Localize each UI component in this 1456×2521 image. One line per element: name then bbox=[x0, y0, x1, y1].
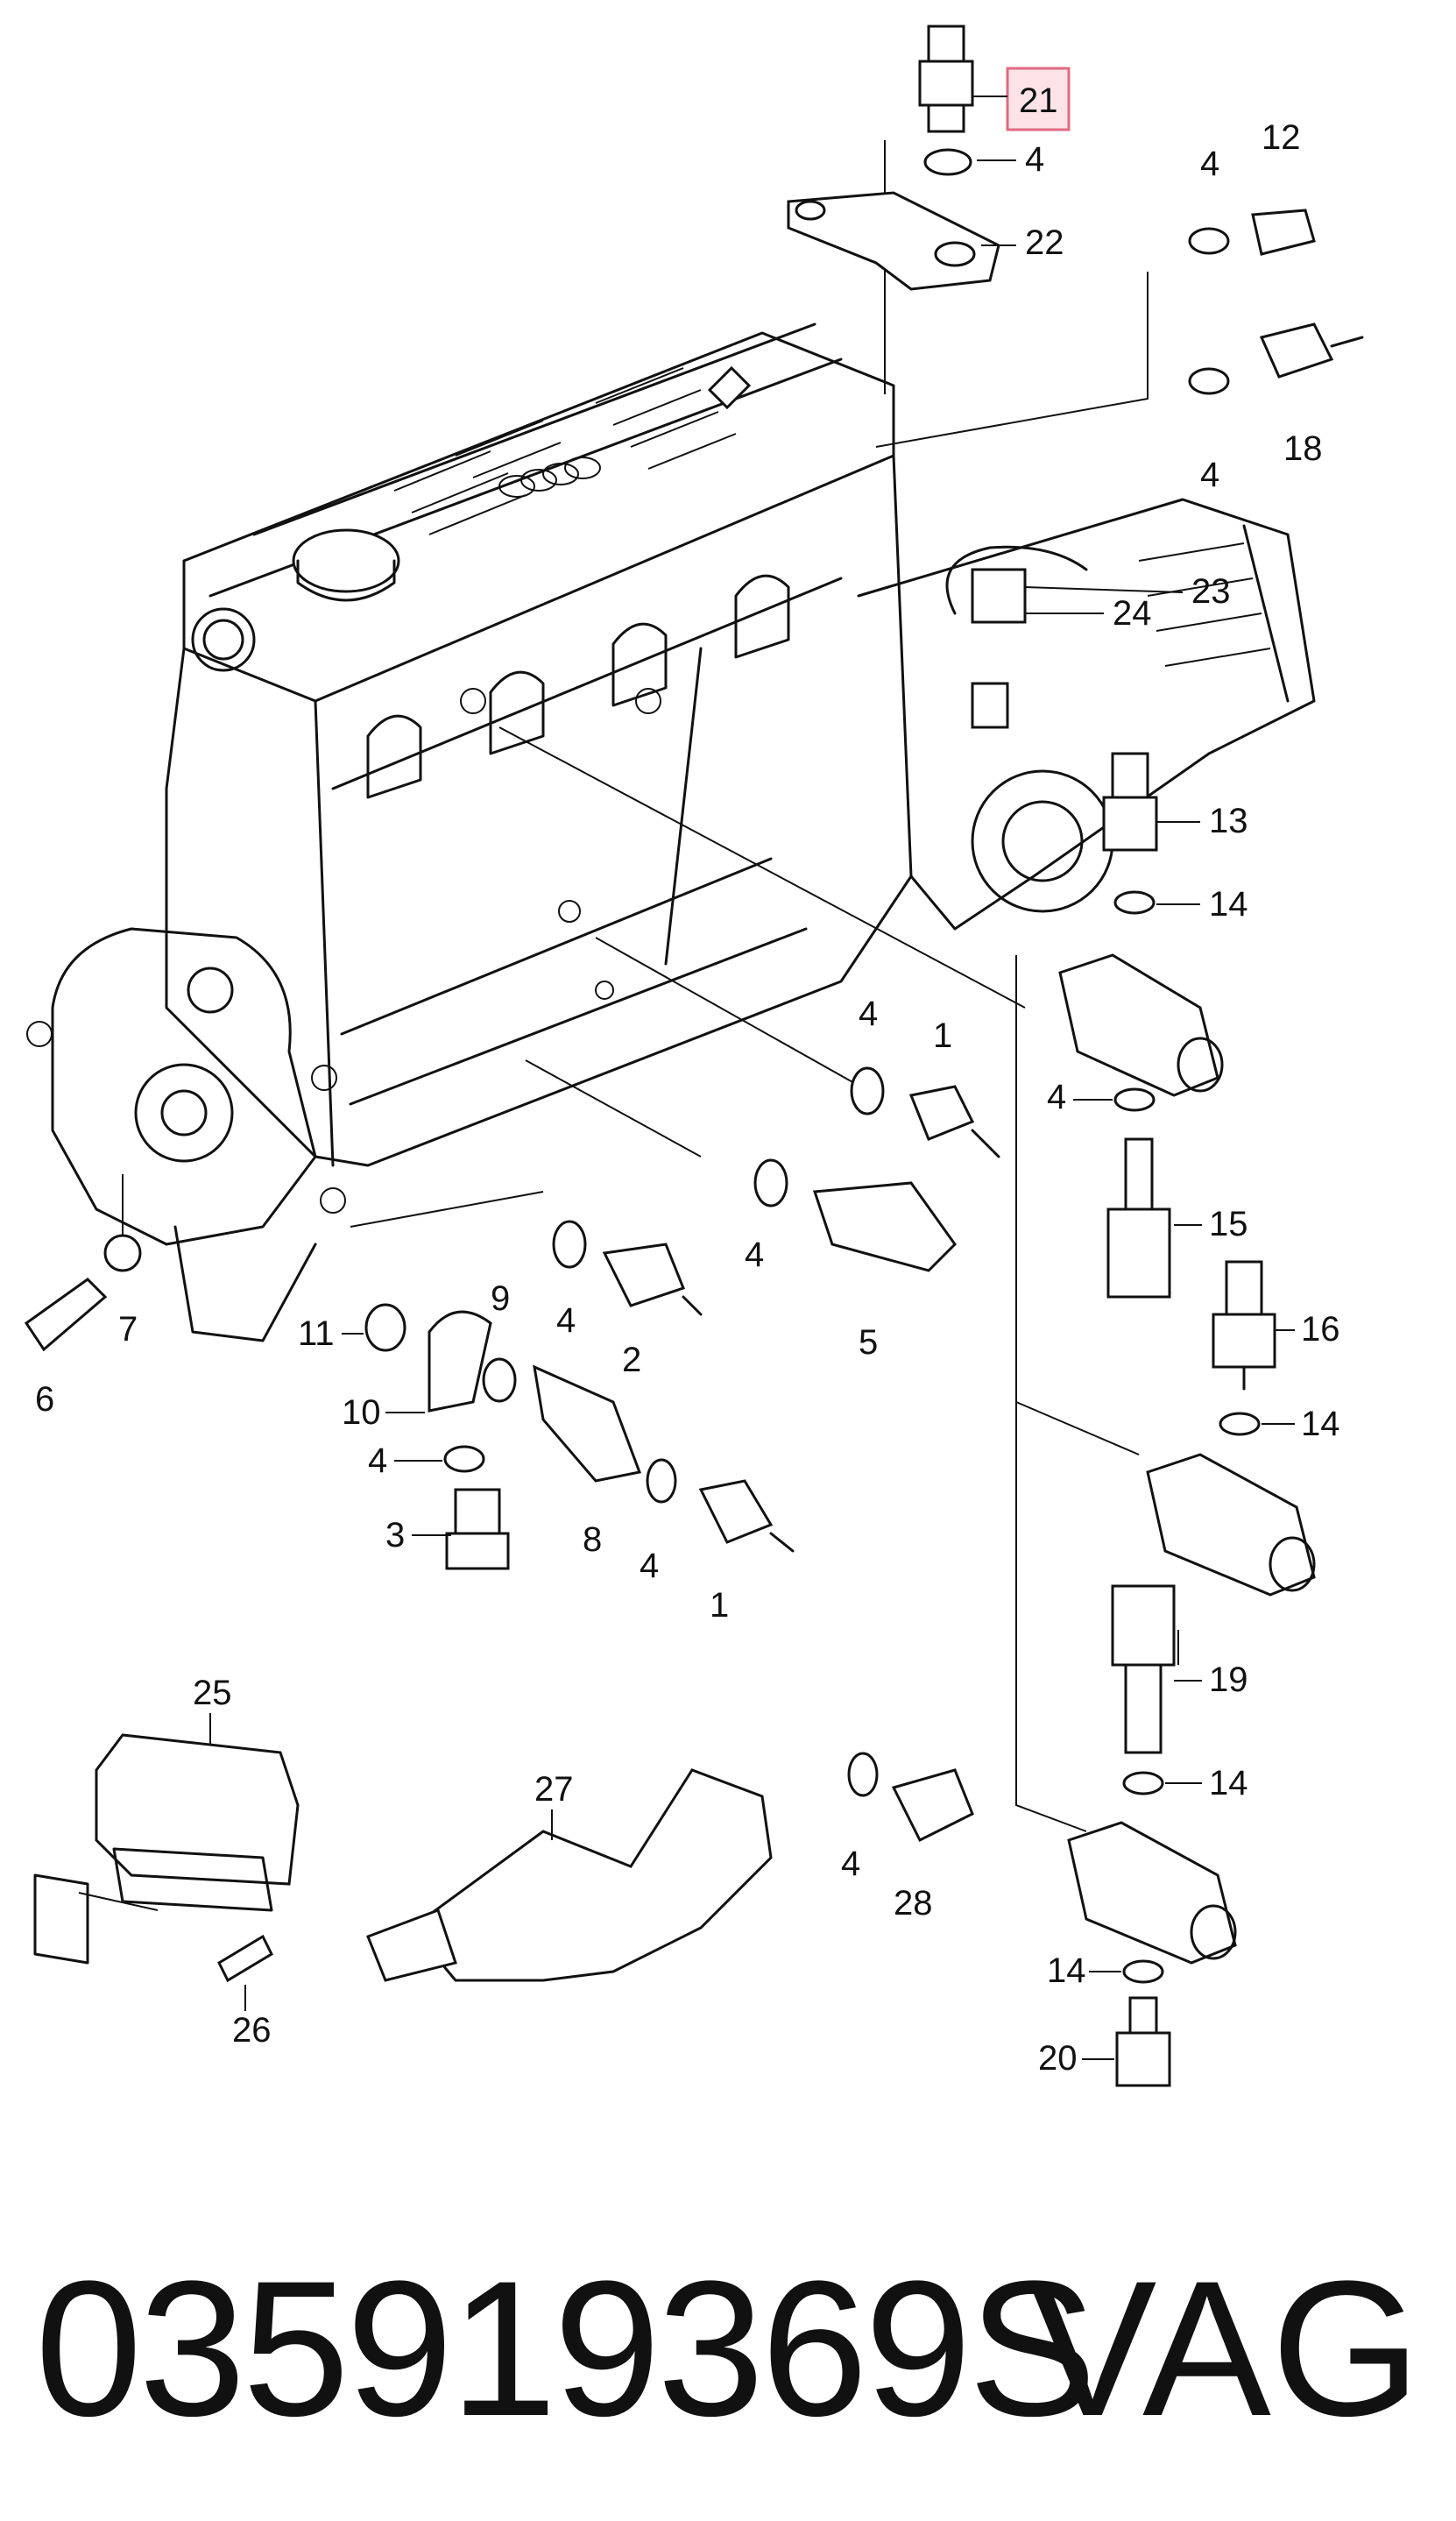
callout-22: 22 bbox=[1025, 223, 1064, 262]
callout-4: 4 bbox=[640, 1547, 659, 1585]
callout-4: 4 bbox=[841, 1845, 860, 1883]
callout-14: 14 bbox=[1301, 1405, 1340, 1443]
callout-4: 4 bbox=[1047, 1078, 1066, 1116]
callout-4: 4 bbox=[745, 1236, 764, 1274]
leader-lines bbox=[78, 140, 1179, 1911]
highlight-box bbox=[1006, 67, 1071, 131]
callout-10: 10 bbox=[342, 1393, 381, 1432]
part-21-pressure-switch bbox=[918, 25, 974, 133]
callout-27: 27 bbox=[534, 1770, 574, 1809]
callout-1: 1 bbox=[710, 1586, 729, 1625]
callout-4: 4 bbox=[1025, 140, 1044, 179]
callout-2: 2 bbox=[622, 1341, 641, 1379]
callout-4: 4 bbox=[859, 995, 878, 1033]
engine-block-drawing bbox=[26, 322, 1316, 1342]
callout-14: 14 bbox=[1209, 1764, 1248, 1802]
callout-13: 13 bbox=[1209, 802, 1248, 840]
callout-19: 19 bbox=[1209, 1661, 1248, 1699]
callout-4: 4 bbox=[368, 1441, 387, 1480]
callout-20: 20 bbox=[1038, 2039, 1078, 2078]
callout-21: 21 bbox=[1019, 81, 1058, 120]
callout-7: 7 bbox=[118, 1310, 138, 1349]
callout-28: 28 bbox=[894, 1884, 933, 1923]
footer: 035919369S VAG bbox=[0, 2243, 1456, 2454]
callout-24: 24 bbox=[1113, 594, 1152, 633]
callout-11: 11 bbox=[298, 1314, 335, 1353]
callout-9: 9 bbox=[491, 1279, 510, 1318]
callout-3: 3 bbox=[385, 1516, 405, 1554]
callout-14: 14 bbox=[1209, 885, 1248, 924]
callout-12: 12 bbox=[1262, 118, 1301, 157]
exploded-parts-diagram: 21 4 22 4 12 18 4 23 24 13 14 4 1 4 15 1… bbox=[24, 25, 1364, 2087]
callout-26: 26 bbox=[232, 2011, 272, 2050]
callout-8: 8 bbox=[583, 1520, 602, 1559]
callout-labels: 21 4 22 4 12 18 4 23 24 13 14 4 1 4 15 1… bbox=[35, 67, 1340, 2078]
callout-4: 4 bbox=[1200, 145, 1219, 183]
callout-6: 6 bbox=[35, 1380, 54, 1419]
callout-14: 14 bbox=[1047, 1951, 1086, 1990]
part-number: 035919369S bbox=[35, 2241, 1097, 2456]
callout-15: 15 bbox=[1209, 1205, 1248, 1243]
callout-16: 16 bbox=[1301, 1310, 1340, 1349]
callout-4: 4 bbox=[556, 1301, 576, 1340]
callout-18: 18 bbox=[1283, 429, 1323, 468]
callout-5: 5 bbox=[859, 1323, 878, 1362]
callout-25: 25 bbox=[193, 1674, 232, 1712]
callout-4: 4 bbox=[1200, 456, 1219, 494]
callout-23: 23 bbox=[1191, 572, 1231, 611]
callout-1: 1 bbox=[933, 1016, 952, 1055]
parts bbox=[24, 25, 1364, 2087]
brand-name: VAG bbox=[1028, 2241, 1421, 2456]
